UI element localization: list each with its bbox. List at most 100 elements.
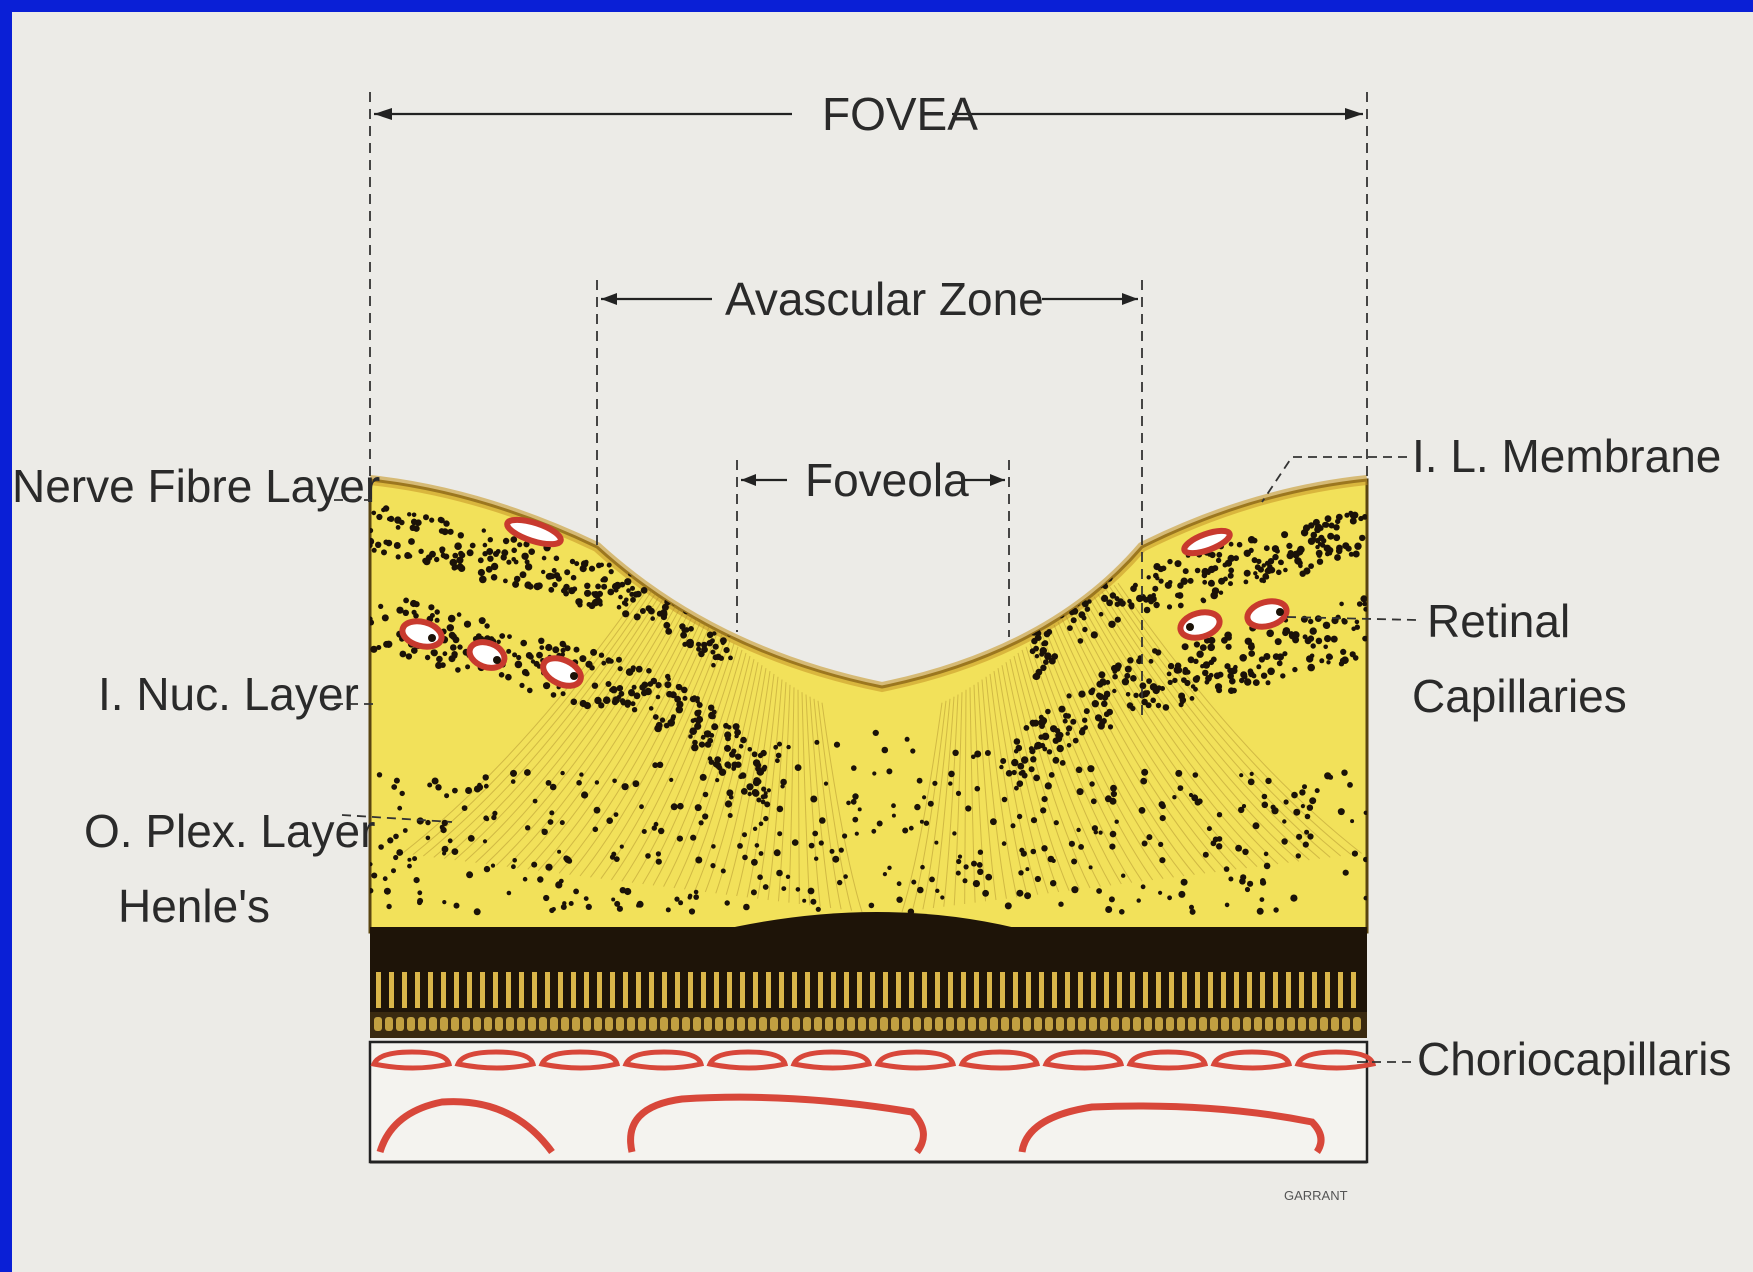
nucleus-dot bbox=[808, 888, 815, 895]
nucleus-dot bbox=[1335, 519, 1340, 524]
nucleus-dot bbox=[671, 714, 676, 719]
nucleus-dot bbox=[1190, 696, 1195, 701]
nucleus-dot bbox=[1053, 757, 1060, 764]
nucleus-dot bbox=[372, 548, 377, 553]
nucleus-dot bbox=[1252, 538, 1258, 544]
nucleus-dot bbox=[410, 600, 417, 607]
nucleus-dot bbox=[686, 639, 694, 647]
photoreceptor-segment bbox=[610, 972, 615, 1008]
rpe-cell bbox=[374, 1017, 382, 1031]
nucleus-dot bbox=[1305, 637, 1312, 644]
nucleus-dot bbox=[1035, 635, 1041, 641]
rpe-cell bbox=[407, 1017, 415, 1031]
nucleus-dot bbox=[506, 649, 511, 654]
nucleus-dot bbox=[723, 723, 729, 729]
nucleus-dot bbox=[1362, 514, 1368, 520]
nucleus-dot bbox=[695, 857, 702, 864]
nucleus-dot bbox=[956, 791, 961, 796]
nucleus-dot bbox=[633, 591, 639, 597]
nucleus-dot bbox=[816, 907, 821, 912]
rpe-cell bbox=[1254, 1017, 1262, 1031]
nucleus-dot bbox=[407, 512, 411, 516]
nucleus-dot bbox=[1121, 874, 1125, 878]
nucleus-dot bbox=[929, 877, 935, 883]
nucleus-dot bbox=[1163, 704, 1170, 711]
nucleus-dot bbox=[1109, 844, 1115, 850]
nucleus-dot bbox=[382, 614, 389, 621]
label-outer-plexiform: O. Plex. Layer bbox=[84, 805, 375, 857]
nucleus-dot bbox=[1242, 849, 1248, 855]
photoreceptor-segment bbox=[597, 972, 602, 1008]
nucleus-dot bbox=[1237, 542, 1243, 548]
nucleus-dot bbox=[1040, 807, 1046, 813]
nucleus-dot bbox=[1338, 808, 1345, 815]
nucleus-dot bbox=[1002, 797, 1008, 803]
nucleus-dot bbox=[414, 877, 420, 883]
nucleus-dot bbox=[724, 745, 731, 752]
nucleus-dot bbox=[892, 814, 896, 818]
rpe-cell bbox=[814, 1017, 822, 1031]
nucleus-dot bbox=[612, 779, 617, 784]
nucleus-dot bbox=[741, 788, 748, 795]
nucleus-dot bbox=[681, 628, 686, 633]
nucleus-dot bbox=[1146, 702, 1152, 708]
nucleus-dot bbox=[484, 784, 489, 789]
nucleus-dot bbox=[1042, 733, 1050, 741]
nucleus-dot bbox=[630, 586, 635, 591]
nucleus-dot bbox=[695, 699, 700, 704]
nucleus-dot bbox=[1112, 674, 1118, 680]
rpe-cell bbox=[627, 1017, 635, 1031]
nucleus-dot bbox=[603, 696, 611, 704]
nucleus-dot bbox=[1293, 809, 1300, 816]
nucleus-dot bbox=[777, 742, 782, 747]
nucleus-dot bbox=[678, 900, 683, 905]
nucleus-dot bbox=[1253, 679, 1260, 686]
nucleus-dot bbox=[1209, 552, 1215, 558]
rpe-cell bbox=[594, 1017, 602, 1031]
nucleus-dot bbox=[677, 803, 684, 810]
nucleus-dot bbox=[883, 872, 887, 876]
arrow-right-icon bbox=[1345, 108, 1363, 120]
nucleus-dot bbox=[609, 688, 613, 692]
nucleus-dot bbox=[920, 820, 924, 824]
nucleus-dot bbox=[1333, 524, 1339, 530]
nucleus-dot bbox=[1256, 559, 1261, 564]
rpe-cell bbox=[759, 1017, 767, 1031]
photoreceptor-segment bbox=[844, 972, 849, 1008]
nucleus-dot bbox=[1114, 665, 1121, 672]
nucleus-dot bbox=[688, 894, 692, 898]
nucleus-dot bbox=[731, 749, 736, 754]
nucleus-dot bbox=[465, 664, 470, 669]
nucleus-dot bbox=[975, 786, 981, 792]
nucleus-dot bbox=[520, 571, 527, 578]
nucleus-dot bbox=[757, 874, 763, 880]
nucleus-dot bbox=[1172, 678, 1177, 683]
rpe-cell bbox=[979, 1017, 987, 1031]
nucleus-dot bbox=[837, 880, 842, 885]
nucleus-dot bbox=[1210, 592, 1218, 600]
nucleus-dot bbox=[1178, 693, 1185, 700]
nucleus-dot bbox=[737, 843, 743, 849]
nucleus-dot bbox=[545, 864, 552, 871]
nucleus-dot bbox=[1315, 788, 1320, 793]
rpe-cell bbox=[1320, 1017, 1328, 1031]
nucleus-dot bbox=[576, 780, 582, 786]
nucleus-dot bbox=[1110, 785, 1117, 792]
nucleus-dot bbox=[755, 843, 760, 848]
arrow-left-icon bbox=[741, 474, 756, 486]
rpe-cell bbox=[1133, 1017, 1141, 1031]
nucleus-dot bbox=[1155, 576, 1159, 580]
nucleus-dot bbox=[1035, 876, 1041, 882]
rpe-cell bbox=[1331, 1017, 1339, 1031]
nucleus-dot bbox=[599, 653, 604, 658]
nucleus-dot bbox=[1071, 886, 1078, 893]
nucleus-dot bbox=[1141, 884, 1146, 889]
nucleus-dot bbox=[1323, 622, 1330, 629]
nucleus-dot bbox=[1303, 842, 1309, 848]
nucleus-dot bbox=[1209, 660, 1215, 666]
nucleus-dot bbox=[657, 762, 663, 768]
nucleus-dot bbox=[1071, 617, 1077, 623]
nucleus-dot bbox=[700, 774, 707, 781]
nucleus-dot bbox=[1282, 819, 1286, 823]
nucleus-dot bbox=[528, 654, 534, 660]
